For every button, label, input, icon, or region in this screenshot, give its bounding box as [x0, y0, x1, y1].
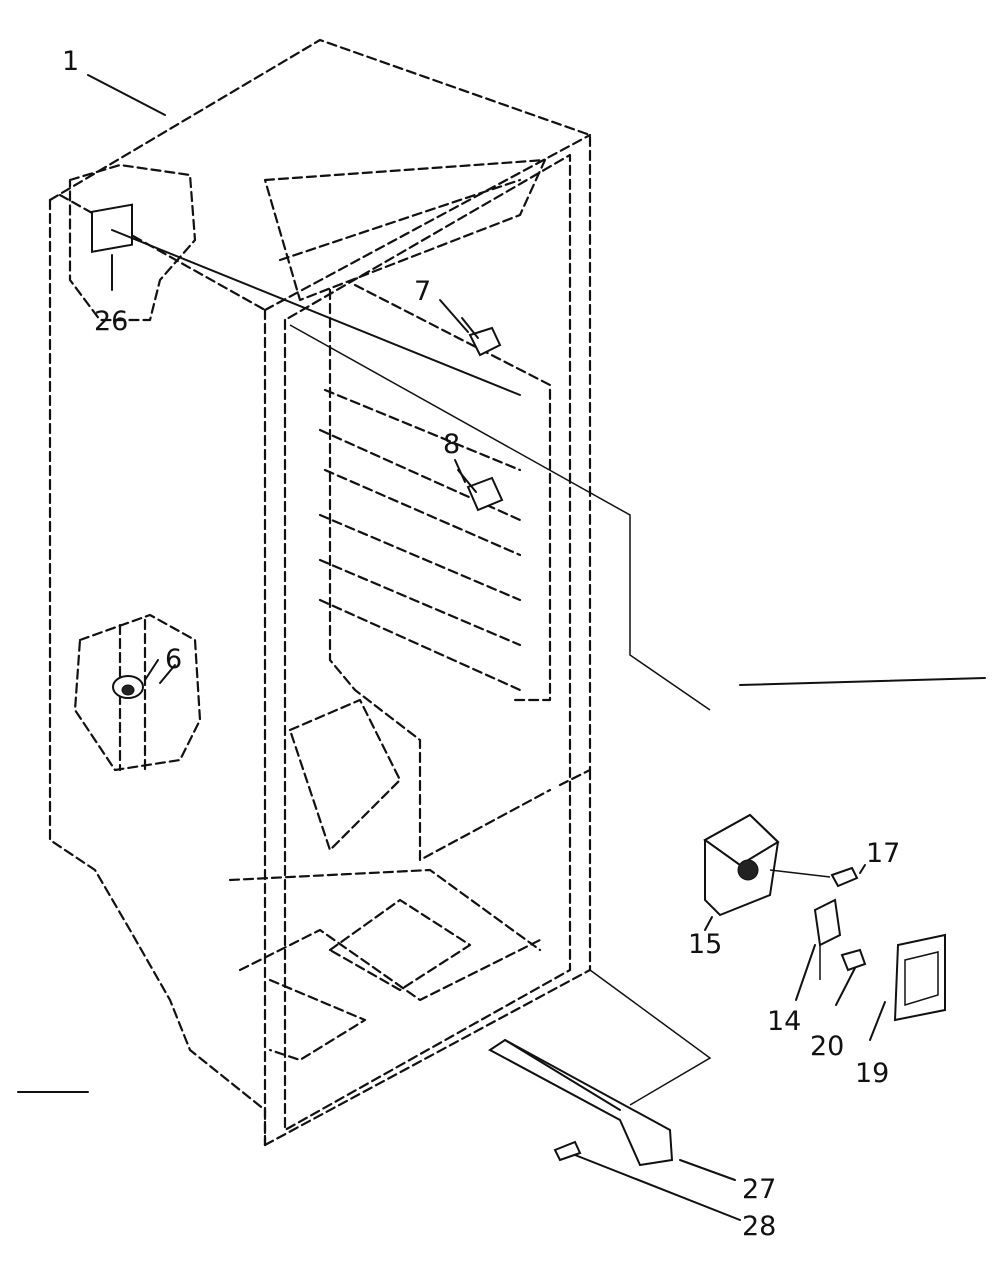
callout-27: 27: [742, 1174, 776, 1205]
clip-14: [813, 898, 842, 980]
bottom-bracket-27: [488, 969, 712, 1167]
bracket-8: [457, 469, 504, 512]
screw-28: [553, 1140, 582, 1162]
cabinet-shell: [48, 38, 592, 1147]
callout-14: 14: [767, 1006, 801, 1037]
callout-26: 26: [94, 306, 128, 337]
callout-17: 17: [866, 838, 900, 869]
leader-lines: [17, 74, 986, 1221]
inset-part-6: [73, 613, 202, 772]
callout-8: 8: [443, 429, 460, 460]
callout-20: 20: [810, 1031, 844, 1062]
callout-7: 7: [414, 276, 431, 307]
control-lead-line: [289, 324, 711, 711]
callout-1: 1: [62, 46, 79, 77]
bracket-7: [461, 317, 502, 357]
callout-19: 19: [855, 1058, 889, 1089]
cover-plate-19: [893, 933, 946, 1022]
inset-part-26: [68, 163, 521, 396]
control-box-15: [703, 813, 780, 917]
callout-28: 28: [742, 1211, 776, 1242]
shelf-rails: [318, 388, 522, 692]
callout-6: 6: [165, 644, 182, 675]
screw-20: [840, 948, 867, 972]
callout-15: 15: [688, 929, 722, 960]
knob-17: [769, 866, 859, 888]
